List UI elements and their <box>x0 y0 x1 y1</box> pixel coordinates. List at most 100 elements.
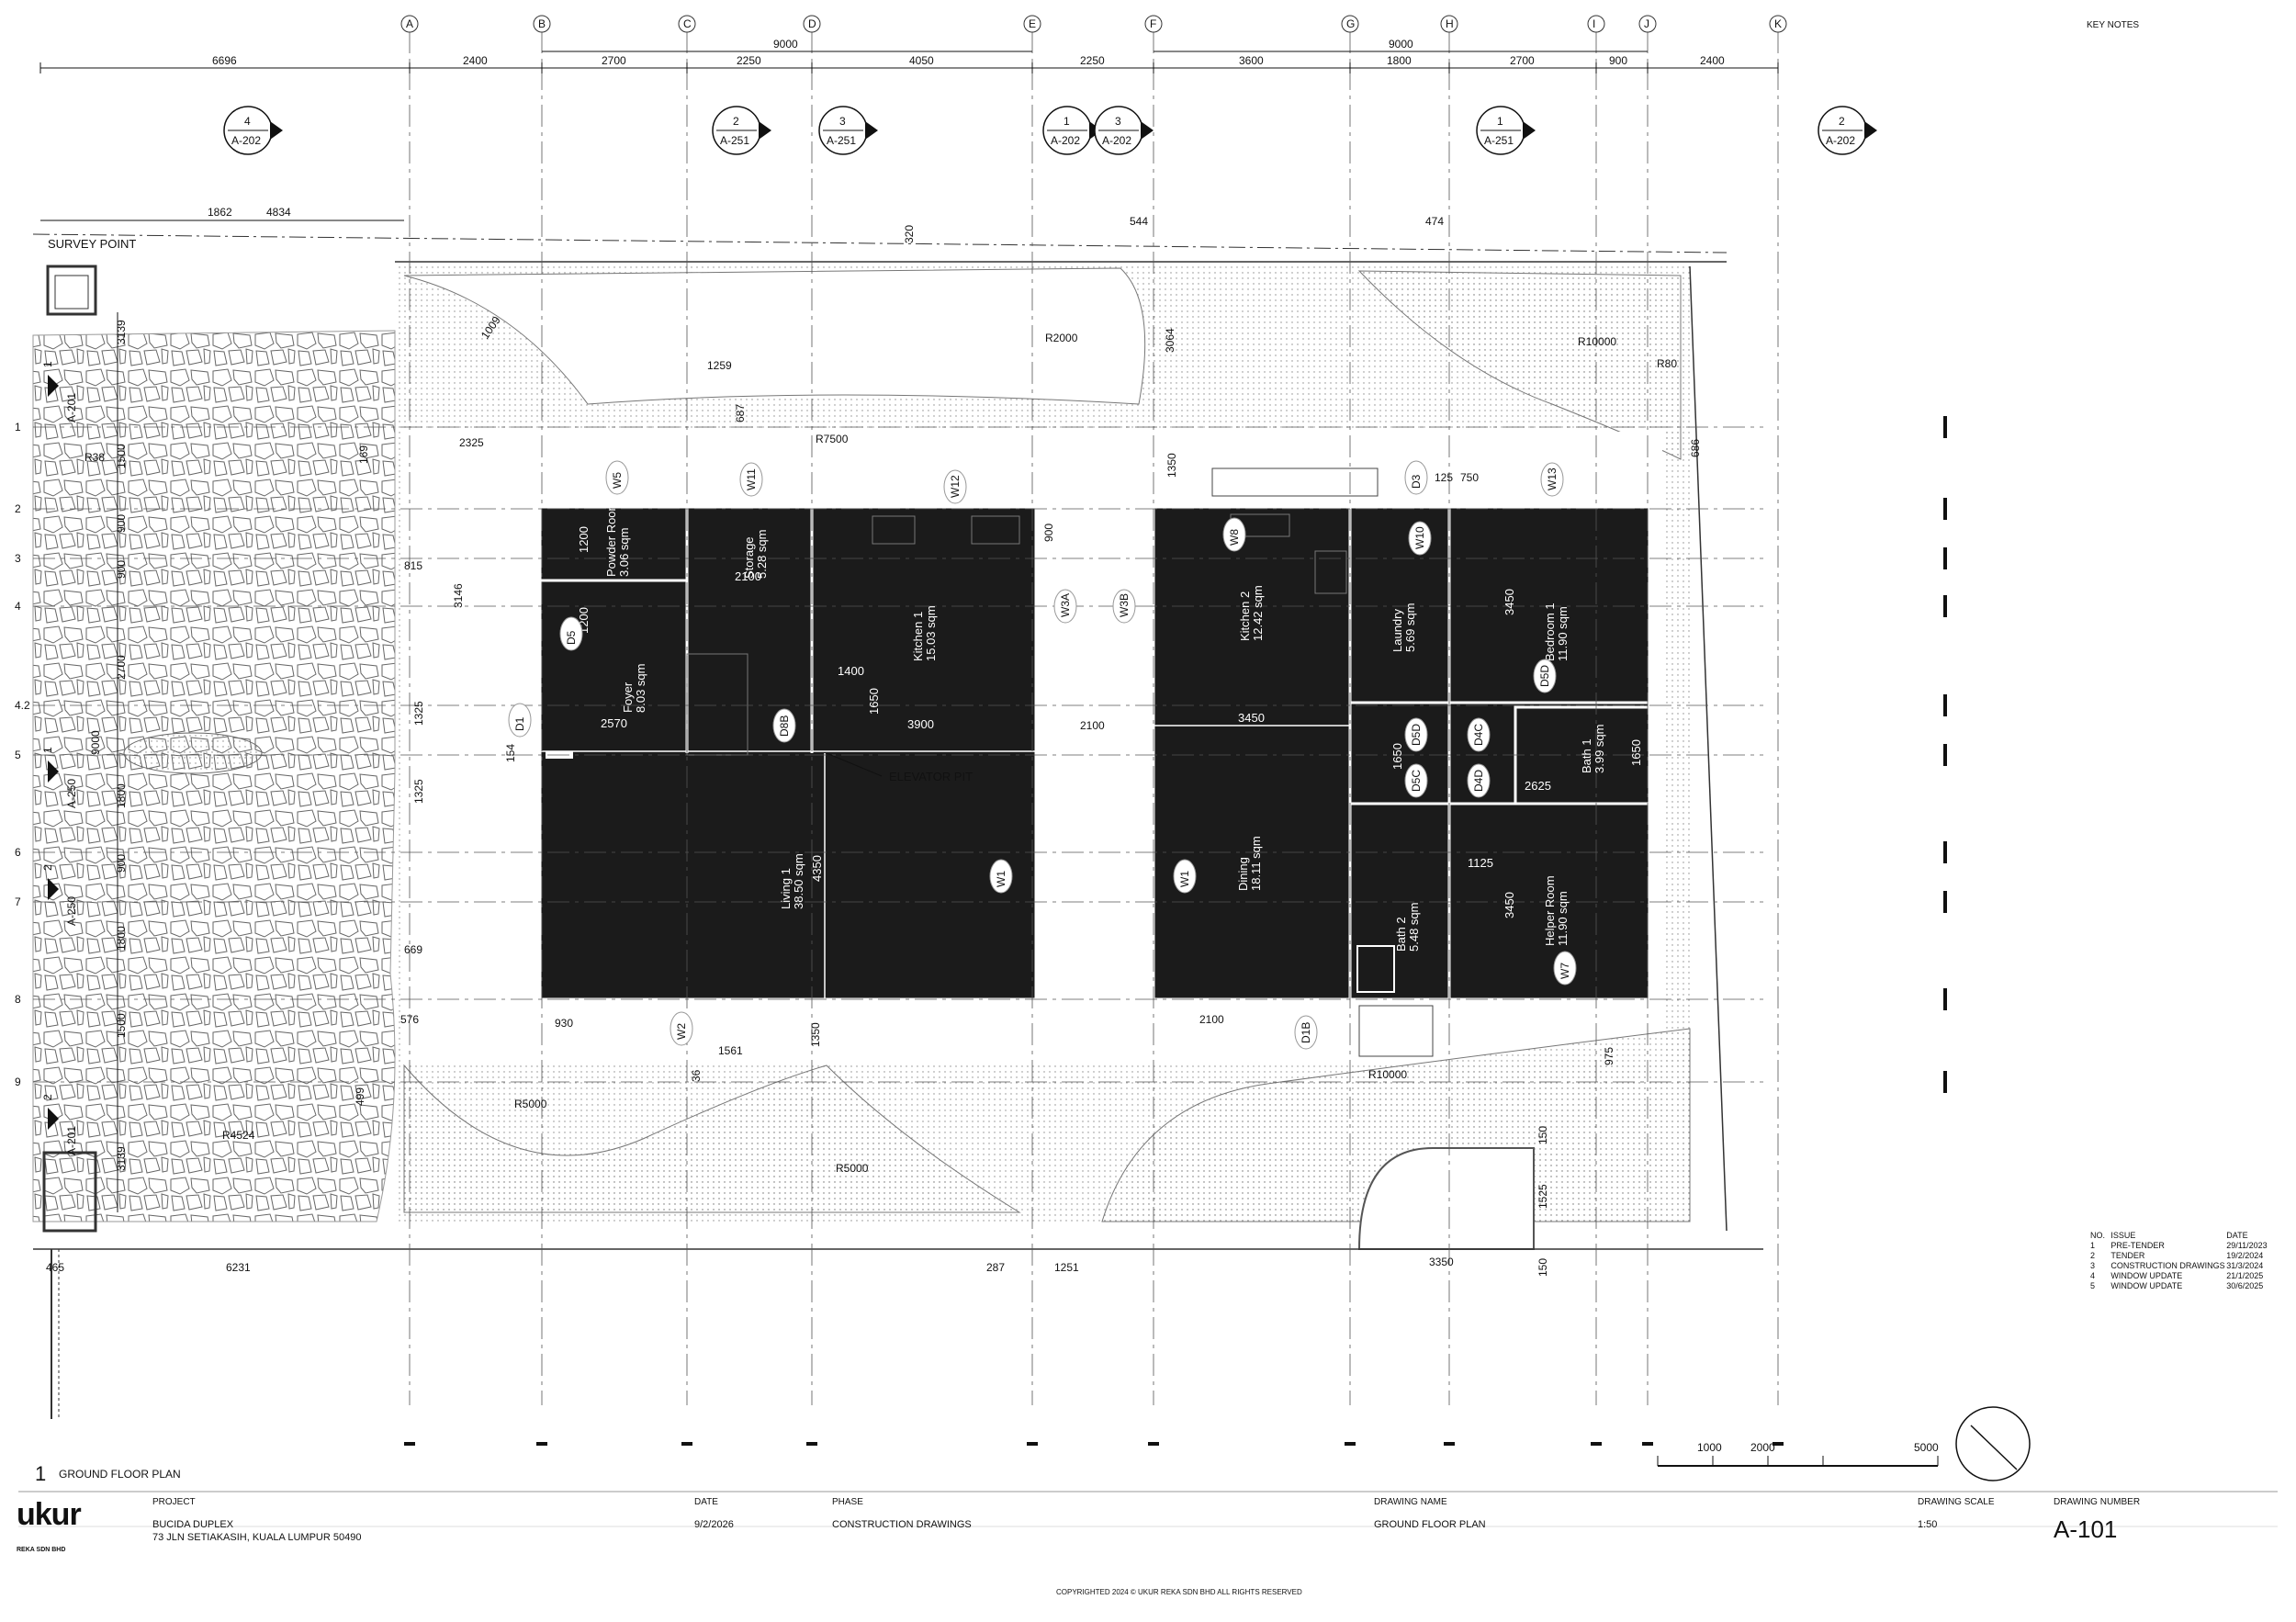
radius-labels: R2000 R10000 R80 R7500 R38 R5000 R4524 R… <box>84 332 1677 1175</box>
tag-D1: D1 <box>513 716 526 731</box>
tag-D5D: D5D <box>1538 665 1551 687</box>
revision-cell: TENDER <box>2110 1251 2145 1260</box>
tag-bubble <box>943 469 967 504</box>
project-name: BUCIDA DUPLEX <box>152 1519 234 1530</box>
left-dimension-chain: 3139150090090027009000180090018001500313… <box>89 312 128 1212</box>
room-area: 8.03 sqm <box>634 664 647 713</box>
tag-bubble <box>1467 717 1491 752</box>
room-name: Bath 2 <box>1394 917 1408 952</box>
room-area: 11.90 sqm <box>1556 891 1570 946</box>
room-name: Laundry <box>1390 609 1404 652</box>
tag-W12: W12 <box>949 475 962 498</box>
svg-text:3450: 3450 <box>1238 711 1265 725</box>
tag-W3B: W3B <box>1118 593 1131 617</box>
svg-text:154: 154 <box>504 744 517 762</box>
grid-row-2: 2 <box>15 502 21 515</box>
drawing-caption: GROUND FLOOR PLAN <box>59 1468 181 1481</box>
svg-text:R38: R38 <box>84 451 105 464</box>
room-area: 11.90 sqm <box>1556 606 1570 661</box>
svg-text:1125: 1125 <box>1468 856 1493 870</box>
svg-text:2325: 2325 <box>459 436 484 449</box>
dim-top-5: 2250 <box>1080 54 1105 67</box>
dim-320: 320 <box>903 225 916 243</box>
tag-bubble <box>1404 717 1428 752</box>
revision-cell: WINDOW UPDATE <box>2110 1271 2183 1280</box>
revision-cell: ISSUE <box>2110 1231 2136 1240</box>
dim-top-10: 2400 <box>1700 54 1725 67</box>
svg-text:3064: 3064 <box>1164 328 1176 353</box>
svg-text:1350: 1350 <box>1165 453 1178 478</box>
grid-row-4.2: 4.2 <box>15 699 30 712</box>
side-marker-sheet: A-250 <box>65 779 78 808</box>
section-marker-sheet: A-202 <box>231 134 261 147</box>
dim-left-3: 900 <box>115 560 128 579</box>
tag-W1: W1 <box>995 871 1007 887</box>
side-marker-sheet: A-250 <box>65 896 78 926</box>
dim-left-8: 1800 <box>115 926 128 951</box>
svg-text:930: 930 <box>555 1017 573 1030</box>
logo-subtext: REKA SDN BHD <box>17 1547 66 1553</box>
tag-D4D: D4D <box>1472 770 1485 792</box>
svg-text:669: 669 <box>404 943 422 956</box>
drawing-name-value: GROUND FLOOR PLAN <box>1374 1519 1486 1530</box>
svg-text:6231: 6231 <box>226 1261 251 1274</box>
tag-bubble <box>989 859 1013 894</box>
svg-text:150: 150 <box>1536 1126 1549 1144</box>
dim-total-left: 9000 <box>773 38 798 51</box>
svg-text:900: 900 <box>1042 524 1055 542</box>
room-area: 5.69 sqm <box>1403 603 1417 652</box>
section-marker-sheet: A-251 <box>827 134 856 147</box>
tag-W2: W2 <box>675 1023 688 1040</box>
revision-cell: 19/2/2024 <box>2226 1251 2264 1260</box>
grid-row-6: 6 <box>15 846 21 859</box>
svg-text:1525: 1525 <box>1536 1184 1549 1209</box>
room-area: 15.03 sqm <box>924 605 938 661</box>
revision-cell: NO. <box>2090 1231 2106 1240</box>
drawing-index: 1 <box>35 1462 46 1485</box>
grid-row-7: 7 <box>15 895 21 908</box>
room-area: 38.50 sqm <box>792 853 805 909</box>
grid-col-H: H <box>1446 17 1454 30</box>
tag-bubble <box>1404 763 1428 798</box>
key-notes-heading: KEY NOTES <box>2087 20 2140 30</box>
svg-text:2100: 2100 <box>1080 719 1105 732</box>
dim-4834: 4834 <box>266 206 291 219</box>
tag-bubble <box>605 460 629 495</box>
section-marker-num: 1 <box>1064 115 1070 128</box>
drawing-number-value: A-101 <box>2054 1515 2118 1543</box>
grid-row-4: 4 <box>15 600 21 613</box>
room-area: 3.06 sqm <box>617 528 631 577</box>
room-area: 12.42 sqm <box>1251 585 1265 641</box>
svg-text:1325: 1325 <box>412 701 425 726</box>
dim-1862: 1862 <box>208 206 232 219</box>
dim-left-0: 3139 <box>115 320 128 344</box>
revision-cell: 31/3/2024 <box>2226 1261 2264 1270</box>
drawing-name-label: DRAWING NAME <box>1374 1497 1447 1507</box>
svg-text:169: 169 <box>357 445 370 464</box>
dim-left-9: 1500 <box>115 1013 128 1038</box>
dim-left-5: 9000 <box>89 730 102 755</box>
dim-top-3: 2250 <box>737 54 761 67</box>
section-marker-num: 2 <box>733 115 739 128</box>
grid-row-5: 5 <box>15 749 21 761</box>
tag-W10: W10 <box>1413 526 1426 549</box>
tag-bubble <box>1540 462 1564 497</box>
revision-cell: 4 <box>2090 1271 2096 1280</box>
dim-total-right: 9000 <box>1389 38 1413 51</box>
svg-text:1259: 1259 <box>707 359 732 372</box>
north-arrow <box>1955 1406 2031 1481</box>
dim-top-9: 900 <box>1609 54 1627 67</box>
svg-text:1200: 1200 <box>577 526 591 553</box>
dim-474: 474 <box>1425 215 1444 228</box>
room-name: Dining <box>1236 857 1250 891</box>
tag-W13: W13 <box>1546 467 1559 490</box>
svg-text:2625: 2625 <box>1525 779 1551 793</box>
